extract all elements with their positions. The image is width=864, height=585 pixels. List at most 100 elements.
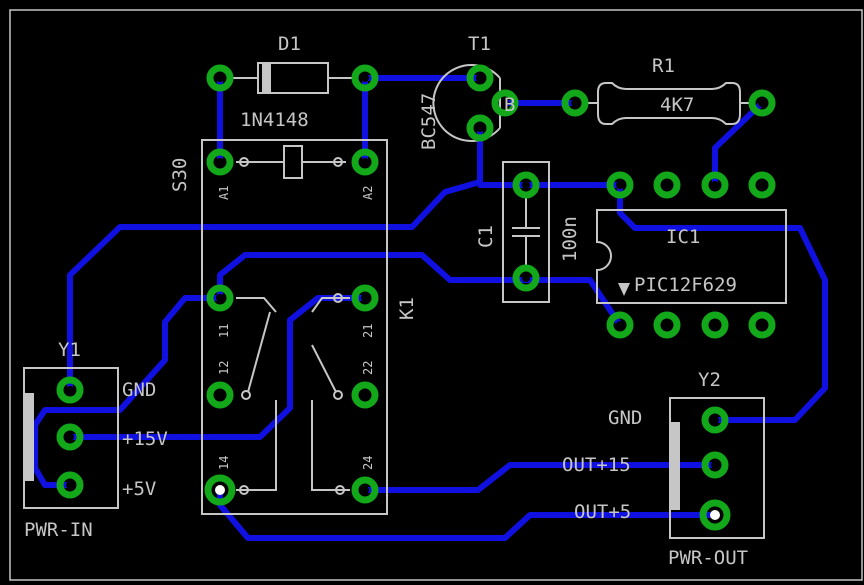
y1-value: PWR-IN	[24, 519, 93, 541]
pad-k1-24	[351, 476, 379, 504]
pad-ic1-6	[701, 171, 729, 199]
y1-pin-5v: +5V	[122, 478, 156, 500]
y2-pin-out15: OUT+15	[562, 454, 631, 476]
ic1-body	[596, 209, 787, 304]
k1-body	[201, 139, 388, 515]
pad-k1-a1	[206, 148, 234, 176]
y1-body	[23, 367, 119, 509]
k1-switch1-blade	[247, 311, 271, 393]
y2-pin-gnd: GND	[608, 407, 642, 429]
pad-hole	[361, 74, 369, 82]
k1-pin-a2: A2	[361, 186, 375, 200]
trace-vcc-y1	[67, 179, 483, 393]
y2-ref: Y2	[698, 369, 721, 391]
y2-latch	[671, 422, 680, 510]
pad-k1-a2	[351, 148, 379, 176]
pad-hole	[663, 181, 671, 189]
ic1-pin1-marker	[618, 283, 630, 296]
pad-hole	[616, 181, 624, 189]
d1-ref: D1	[278, 33, 301, 55]
pad-hole	[361, 486, 369, 494]
pad-hole	[216, 158, 224, 166]
r1-body	[597, 82, 741, 125]
k1-coil-dot-right	[333, 157, 343, 167]
k1-switch1-no	[236, 400, 277, 491]
pad-k1-14	[204, 474, 236, 506]
k1-pin-14: 14	[217, 456, 231, 470]
pad-d1-1	[206, 64, 234, 92]
pad-ic1-3	[701, 311, 729, 339]
pad-ic1-8	[606, 171, 634, 199]
pad-hole	[361, 158, 369, 166]
t1-ref: T1	[468, 33, 491, 55]
y1-latch	[25, 393, 34, 481]
trace-k1-24-y2	[362, 462, 718, 493]
pad-hole	[571, 99, 579, 107]
pad-hole	[711, 181, 719, 189]
k1-pin-a1: A1	[217, 186, 231, 200]
c1-body	[502, 161, 550, 303]
pad-d1-2	[351, 64, 379, 92]
pad-hole	[522, 274, 530, 282]
pad-hole	[476, 74, 484, 82]
pad-hole	[710, 510, 720, 520]
pad-y2-3	[699, 499, 731, 531]
pad-hole	[66, 481, 74, 489]
pad-hole	[711, 461, 719, 469]
pad-hole	[216, 294, 224, 302]
pad-ic1-7	[653, 171, 681, 199]
pad-hole	[361, 391, 369, 399]
pad-hole	[215, 485, 225, 495]
k1-switch2-no	[311, 400, 350, 491]
pad-hole	[66, 433, 74, 441]
k1-ref: K1	[396, 297, 418, 320]
y2-pin-out5: OUT+5	[574, 501, 631, 523]
pad-ic1-1	[606, 311, 634, 339]
d1-value: 1N4148	[240, 109, 309, 131]
k1-switch2-no-dot	[335, 485, 345, 495]
pad-y1-2	[56, 423, 84, 451]
k1-switch2-nc2-dot	[333, 390, 343, 400]
y1-pin-gnd: GND	[122, 379, 156, 401]
pad-c1-1	[512, 171, 540, 199]
pad-t1-e	[466, 114, 494, 142]
k1-pin-12: 12	[217, 361, 231, 375]
pad-t1-b	[491, 89, 519, 117]
y2-value: PWR-OUT	[668, 547, 748, 569]
r1-ref: R1	[652, 55, 675, 77]
pad-y2-1	[701, 406, 729, 434]
pad-y2-2	[701, 451, 729, 479]
pad-hole	[711, 416, 719, 424]
k1-switch1-no-dot	[239, 485, 249, 495]
c1-ref: C1	[475, 225, 497, 248]
ic1-value: PIC12F629	[634, 274, 737, 296]
d1-cathode-band	[262, 63, 271, 93]
k1-switch1-contact	[236, 297, 277, 313]
k1-switch2-nc-dot	[333, 293, 343, 303]
k1-pin-24: 24	[361, 456, 375, 470]
pad-y1-3	[56, 471, 84, 499]
pad-hole	[758, 99, 766, 107]
pad-hole	[522, 181, 530, 189]
y1-pin-15v: +15V	[122, 428, 168, 450]
pad-hole	[616, 321, 624, 329]
pad-hole	[758, 181, 766, 189]
k1-value: S30	[169, 158, 191, 192]
pad-r1-2	[748, 89, 776, 117]
t1-value: BC547	[418, 93, 440, 150]
y2-body	[669, 397, 765, 539]
k1-switch2-contact	[311, 297, 350, 313]
r1-value: 4K7	[660, 94, 694, 116]
k1-pin-11: 11	[217, 324, 231, 338]
pad-hole	[711, 321, 719, 329]
labels: D1 1N4148 T1 BC547 B R1 4K7 C1 100n IC1 …	[24, 33, 748, 569]
k1-switch1-nc-dot	[241, 390, 251, 400]
c1-value: 100n	[559, 216, 581, 262]
ic1-ref: IC1	[666, 226, 700, 248]
pad-ic1-5	[748, 171, 776, 199]
pad-hole	[66, 386, 74, 394]
t1-pin-b: B	[504, 94, 515, 116]
pad-hole	[501, 99, 509, 107]
pad-c1-2	[512, 264, 540, 292]
